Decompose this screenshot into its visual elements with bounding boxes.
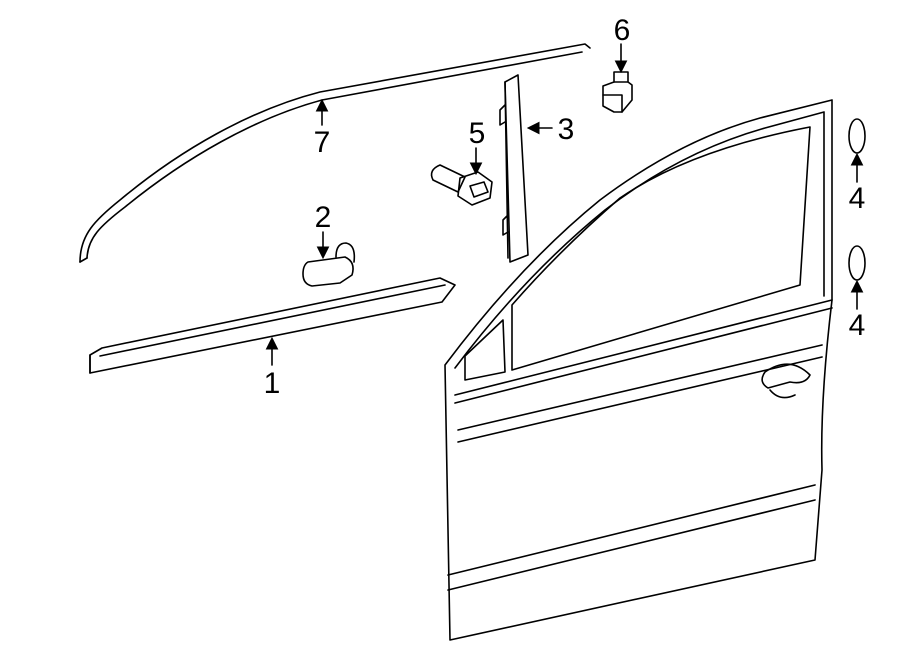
- plug-part-4-lower: [848, 245, 866, 281]
- callout-3: 3: [558, 113, 575, 146]
- callout-2: 2: [315, 201, 332, 234]
- mirror-part-2: [302, 242, 356, 287]
- roof-molding-part-7: [79, 43, 591, 263]
- callout-7: 7: [314, 126, 331, 159]
- callout-1: 1: [264, 367, 281, 400]
- plug-part-4-upper: [848, 118, 866, 154]
- clip-part-6: [602, 71, 633, 113]
- bolt-part-5: [430, 164, 493, 206]
- callout-6: 6: [614, 14, 631, 47]
- pillar-applique-part-3: [499, 74, 529, 263]
- callout-4b: 4: [849, 309, 866, 342]
- front-door-shell: [444, 99, 833, 641]
- belt-molding-part-1: [89, 277, 456, 374]
- callout-4a: 4: [849, 182, 866, 215]
- callout-5: 5: [469, 117, 486, 150]
